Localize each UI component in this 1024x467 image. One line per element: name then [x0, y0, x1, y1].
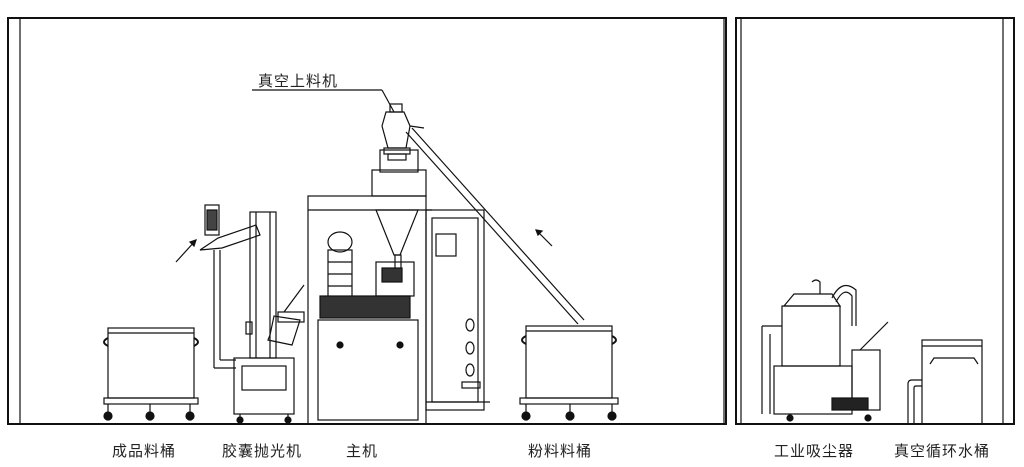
industrial-vacuum-cleaner [761, 279, 889, 422]
capsule-polisher [199, 204, 305, 424]
vacuum-feeder-callout: 真空上料机 [258, 72, 339, 90]
flow-arrow-right [535, 229, 553, 247]
auxiliary-room [735, 17, 1015, 425]
vacuum-feeder [381, 103, 585, 325]
finished-bin-label: 成品料桶 [112, 442, 177, 460]
main-machine-label: 主机 [346, 442, 379, 460]
powder-bin-label: 粉料料桶 [528, 442, 593, 460]
capsule-polisher-label: 胶囊抛光机 [222, 442, 303, 460]
industrial-vacuum-label: 工业吸尘器 [774, 442, 855, 460]
vacuum-water-tank [907, 339, 983, 425]
production-room [7, 17, 727, 425]
vacuum-water-tank-label: 真空循环水桶 [894, 442, 991, 460]
main-machine [307, 149, 490, 425]
callout-pointer [381, 89, 395, 113]
powder-bin [519, 325, 619, 421]
flow-arrow-left [175, 239, 197, 263]
finished-product-bin [103, 327, 199, 421]
